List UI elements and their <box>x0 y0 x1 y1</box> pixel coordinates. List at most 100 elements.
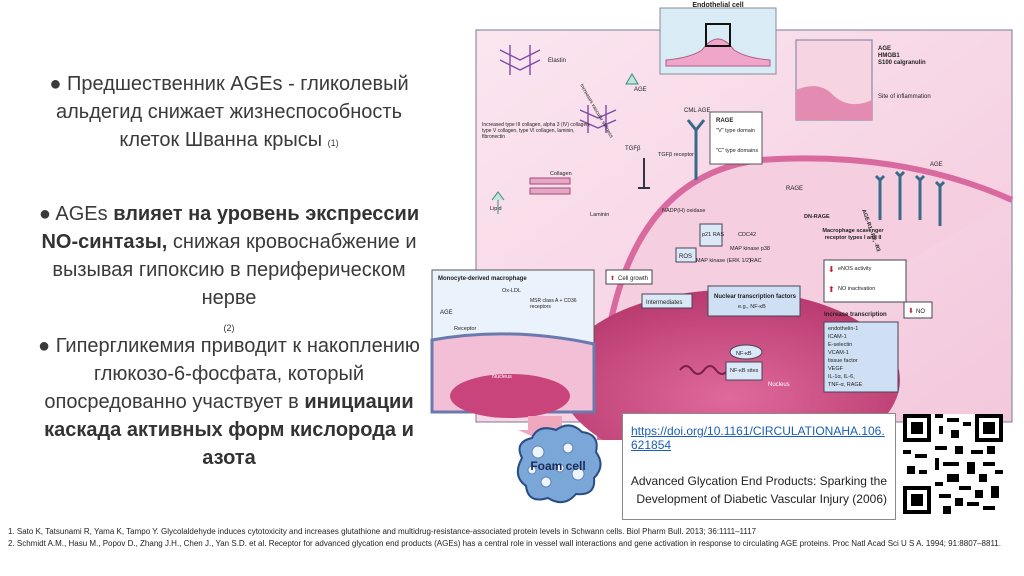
up-arrow-icon: ⬆ <box>610 275 615 282</box>
enos-label: eNOS activity <box>838 266 872 272</box>
bullet-2-text-b: снижая кровоснабжение и вызывая гипоксию… <box>52 231 417 309</box>
ages-mechanism-figure: Endothelial cell AGE HMGB1 S100 calgranu… <box>430 2 1014 440</box>
up-arrow-icon: ⬆ <box>828 285 835 294</box>
tgfb-receptor-icon <box>638 158 650 189</box>
rage-label: RAGE <box>786 186 803 192</box>
nfkb-label: NF-κB <box>736 351 752 357</box>
lipid-label: Lipid <box>490 206 502 212</box>
foam-cell-label: Foam cell <box>530 459 585 473</box>
dn-rage-label: DN-RAGE <box>804 214 830 220</box>
lipid-age-icon <box>491 191 505 214</box>
p21ras-label: p21 RAS <box>702 232 724 238</box>
collagen-list: Increased type III collagen, alpha 3 (IV… <box>482 122 591 140</box>
p21ras-box <box>699 223 723 247</box>
scavenger-label: Macrophage scavenger receptor types I an… <box>822 228 884 241</box>
age-triangle-icon <box>625 73 639 85</box>
no-inact-label: NO inactivation <box>838 286 875 292</box>
foam-cell-illustration: Foam cell <box>516 424 602 504</box>
tgfb-label: TGFβ <box>625 146 641 152</box>
reference-1: 1. Sato K, Tatsunami R, Yama K, Tampo Y.… <box>8 527 757 536</box>
map-p38-label: MAP kinase p38 <box>730 246 770 252</box>
tx-item: E-selectin <box>828 342 852 348</box>
cml-age-label: CML AGE <box>684 108 710 114</box>
bullet-1-text: Предшественник AGEs - гликолевый альдеги… <box>56 73 409 151</box>
ros-label: ROS <box>679 254 692 260</box>
bullet-2-text-a: AGEs <box>55 203 114 225</box>
cell-growth-box <box>605 269 653 285</box>
tx-item: VEGF <box>828 366 844 372</box>
cell-growth-label: Cell growth <box>618 276 648 282</box>
collagen-list-fo: Increased type III collagen, alpha 3 (IV… <box>482 122 591 140</box>
rage-receptor-icon <box>686 119 706 180</box>
v-domain-label: "V" type domain <box>716 128 755 134</box>
tx-item: VCAM-1 <box>828 350 849 356</box>
cdc42-label: CDC42 <box>738 232 756 238</box>
scavenger-receptors <box>874 170 946 226</box>
rac-label: RAC <box>750 258 762 264</box>
no-label: NO <box>916 309 925 315</box>
tx-item: IL-1α, IL-6, <box>828 374 855 380</box>
tx-list: endothelin-1 ICAM-1 E-selectin VCAM-1 ti… <box>828 326 863 388</box>
no-box <box>903 301 933 319</box>
bullet-3-bold: инициации каскада активных форм кислород… <box>44 391 414 469</box>
laminin-label: Laminin <box>590 212 609 218</box>
nfkb-sites-box <box>725 361 763 381</box>
elastin-label: Elastin <box>548 58 566 64</box>
hmgb1: HMGB1 <box>878 53 900 59</box>
bullet-1-ref: (1) <box>327 138 339 148</box>
endothelial-label: Endothelial cell <box>692 2 743 9</box>
bullet-dot: ● <box>38 335 56 357</box>
down-arrow-icon: ⬇ <box>908 307 914 315</box>
intermediates-label: Intermediates <box>646 300 682 306</box>
collagen-bars <box>529 177 571 195</box>
age-top-label: AGE <box>634 87 647 93</box>
nfkb-node <box>729 344 763 360</box>
bullet-2: ● AGEs влияет на уровень экспрессии NO-с… <box>30 200 428 312</box>
bullet-3: ● Гипергликемия приводит к накоплению гл… <box>30 332 428 472</box>
increase-tx-label: Increase transcription <box>824 312 887 318</box>
down-arrow-icon: ⬇ <box>828 265 835 274</box>
ox-ldl-label: Ox-LDL <box>502 288 521 294</box>
scavenger-fo: Macrophage scavenger receptor types I an… <box>822 228 884 241</box>
intermediates-box <box>641 293 693 309</box>
bullet-3-text: Гипергликемия приводит к накоплению глюк… <box>44 335 420 413</box>
msr-fo: MSR class A + CD36 receptors <box>530 298 577 310</box>
nadph-label: NADP(H) oxidase <box>662 208 705 214</box>
msr-label: MSR class A + CD36 receptors <box>530 298 577 310</box>
receptor-label: Receptor <box>454 326 476 332</box>
rage-box-title: RAGE <box>716 118 733 124</box>
source-box: https://doi.org/10.1161/CIRCULATIONAHA.1… <box>622 413 896 520</box>
elastin-fibers <box>499 45 617 133</box>
tx-item: tissue factor <box>828 358 858 364</box>
rage-domain-box <box>709 111 763 165</box>
qr-code[interactable] <box>903 414 1003 514</box>
bullet-dot: ● <box>49 73 68 95</box>
tx-item: ICAM-1 <box>828 334 847 340</box>
tgfb-receptor-label: TGFβ receptor <box>658 152 694 158</box>
ros-box <box>675 247 697 263</box>
ntf-title: Nuclear transcription factors <box>714 294 797 300</box>
nucleus-label: Nucleus <box>768 382 790 388</box>
reference-2: 2. Schmidt A.M., Hasu M., Popov D., Zhan… <box>8 539 1001 548</box>
source-caption: Advanced Glycation End Products: Sparkin… <box>630 474 887 506</box>
s100-label: S100 calgranulin <box>878 60 926 66</box>
bullet-2-bold: влияет на уровень экспрессии NO-синтазы, <box>41 203 420 253</box>
endothelial-cell-shape <box>665 38 771 67</box>
ntf-box <box>707 285 801 317</box>
tx-item: endothelin-1 <box>828 326 858 332</box>
zoom-box <box>705 23 731 47</box>
c-domain-label: "C" type domains <box>716 148 758 154</box>
ntf-sub: e.g., NF-κB <box>738 304 766 310</box>
inflammation-label: Site of inflammation <box>878 94 931 100</box>
nfkb-sites-label: NF-κB sites <box>730 368 759 374</box>
tissue-shape <box>796 86 872 120</box>
macrophage-title: Monocyte-derived macrophage <box>438 276 527 282</box>
mac-nucleus-label: Nucleus <box>492 374 512 380</box>
age-right-label: AGE <box>930 162 943 168</box>
map-erk-label: MAP kinase (ERK 1/2) <box>696 258 751 264</box>
bullet-dot: ● <box>38 203 56 225</box>
macrophage-nucleus <box>450 374 570 418</box>
age-mac-label: AGE <box>440 310 453 316</box>
bullet-2-ref: (2) <box>223 323 235 333</box>
source-link[interactable]: https://doi.org/10.1161/CIRCULATIONAHA.1… <box>631 424 885 452</box>
